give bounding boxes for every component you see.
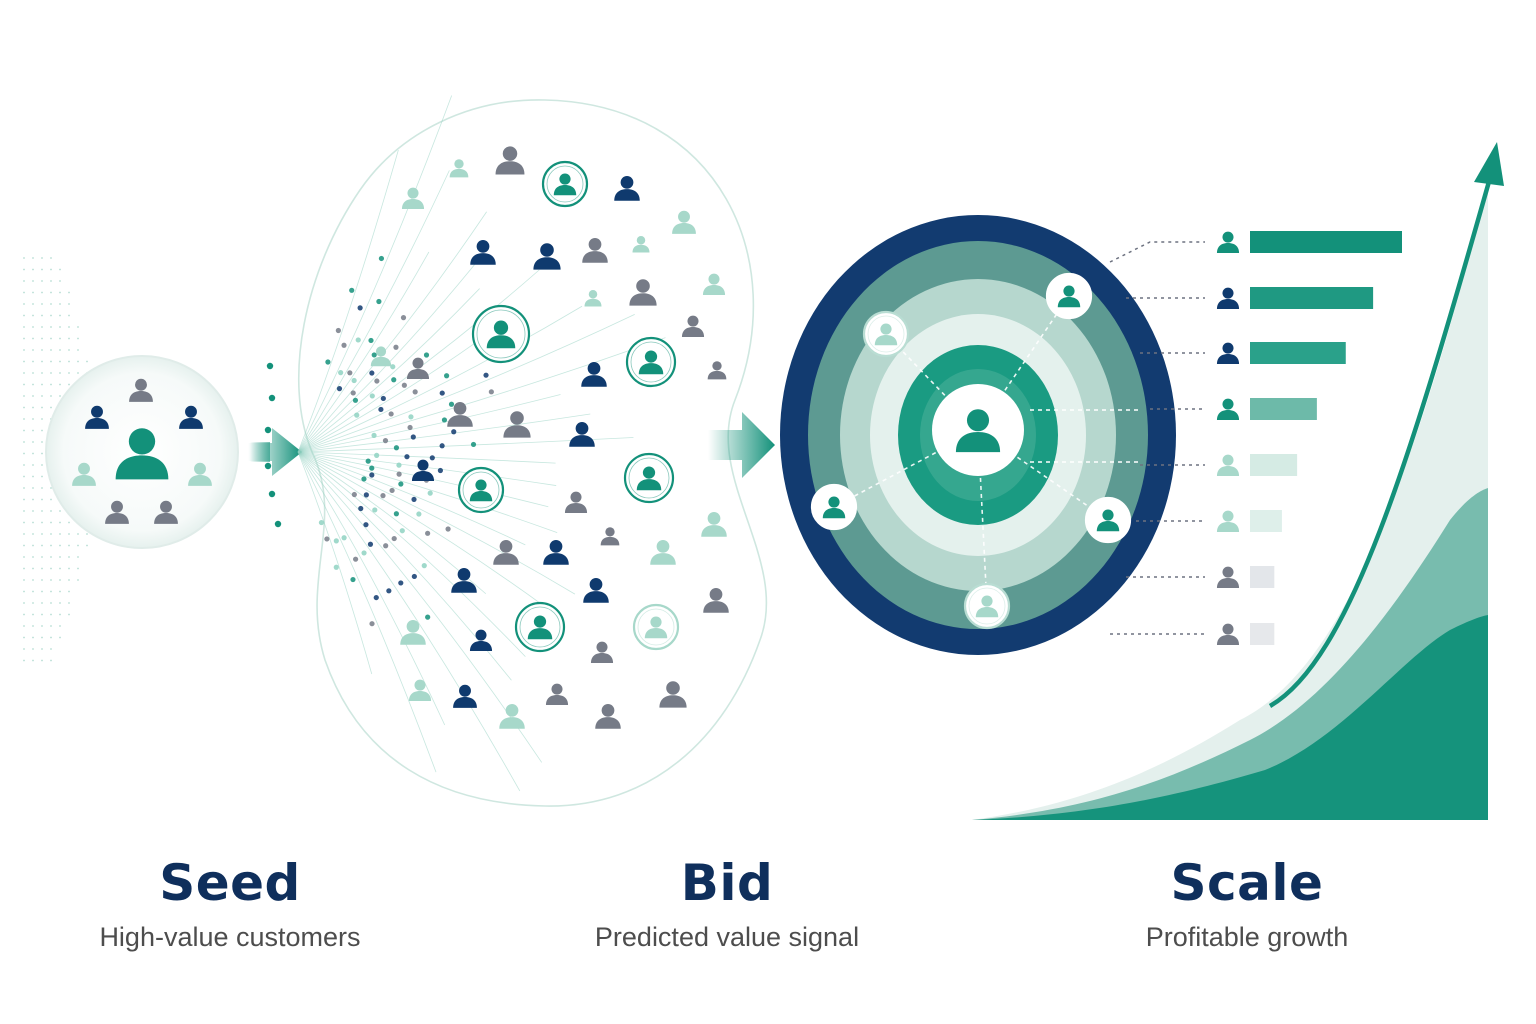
ranking-list (1109, 231, 1402, 646)
stage-bid: Bid Predicted value signal (517, 852, 937, 954)
person-icon (702, 273, 726, 296)
person-icon (707, 361, 727, 380)
person-icon (1216, 231, 1240, 254)
person-icon (493, 540, 519, 565)
person-icon (499, 704, 525, 729)
person-icon (401, 187, 425, 210)
person-icon (400, 620, 426, 645)
person-icon (406, 357, 430, 380)
person-icon (632, 236, 650, 253)
person-icon (629, 279, 657, 306)
ranking-bar (1250, 287, 1374, 309)
highlighted-person (862, 310, 910, 358)
ranking-bar (1250, 510, 1282, 532)
person-icon (470, 240, 496, 265)
person-icon (545, 683, 569, 706)
person-icon (543, 540, 569, 565)
ranking-bar (1250, 566, 1275, 588)
person-icon (1216, 510, 1240, 533)
person-icon (503, 411, 531, 438)
person-icon (1216, 623, 1240, 646)
stage-subtitle: Predicted value signal (594, 922, 860, 952)
person-icon (1216, 454, 1240, 477)
stage-seed: Seed High-value customers (20, 852, 440, 954)
arrow-up-right-icon (1268, 142, 1504, 708)
highlighted-person (1045, 272, 1093, 320)
person-icon (569, 422, 595, 447)
person-icon (595, 704, 621, 729)
stage-scale: Scale Profitable growth (1037, 852, 1457, 954)
highlighted-person (632, 603, 680, 651)
arrow-right-icon (248, 428, 302, 476)
bid-audience-cloud (297, 99, 768, 807)
ranking-bar (1250, 623, 1275, 645)
person-icon (1216, 342, 1240, 365)
target-nodes (810, 272, 1132, 630)
person-icon (408, 679, 432, 702)
ranking-bar (1250, 398, 1317, 420)
person-icon (614, 176, 640, 201)
ranking-bar (1250, 454, 1298, 476)
highlighted-person (1084, 496, 1132, 544)
person-icon (650, 540, 676, 565)
stage-title: Bid (680, 854, 774, 912)
person-icon (533, 243, 561, 270)
person-icon (600, 527, 620, 546)
highlighted-person (963, 582, 1011, 630)
highlighted-person (625, 336, 677, 388)
highlighted-person (623, 452, 675, 504)
person-icon (584, 290, 602, 307)
person-icon (703, 588, 729, 613)
highlighted-person (810, 483, 858, 531)
person-icon (495, 146, 525, 175)
highlighted-person (471, 304, 531, 364)
person-icon (453, 684, 477, 708)
ranking-bar (1250, 231, 1402, 253)
person-icon (659, 681, 687, 708)
person-icon (564, 491, 588, 514)
person-icon (1216, 566, 1240, 589)
arrow-right-icon (708, 412, 775, 478)
person-icon (681, 315, 705, 338)
person-icon (583, 578, 609, 603)
person-icon (451, 568, 477, 593)
bid-people (370, 146, 729, 729)
person-icon (582, 238, 608, 263)
person-icon (701, 512, 727, 537)
person-icon (1216, 398, 1240, 421)
person-icon (1216, 287, 1240, 310)
stage-subtitle: Profitable growth (1145, 922, 1349, 952)
person-icon (449, 159, 469, 178)
person-icon (672, 210, 696, 234)
ranking-bar (1250, 342, 1346, 364)
person-icon (590, 641, 614, 664)
highlighted-person (514, 601, 566, 653)
growth-area-chart (972, 180, 1488, 820)
stage-title: Seed (159, 854, 301, 912)
stage-subtitle: High-value customers (99, 922, 361, 952)
center-person (932, 384, 1024, 476)
stage-title: Scale (1170, 854, 1324, 912)
person-icon (411, 459, 435, 482)
highlighted-person (457, 466, 505, 514)
person-icon (469, 629, 493, 652)
highlighted-person (541, 160, 589, 208)
